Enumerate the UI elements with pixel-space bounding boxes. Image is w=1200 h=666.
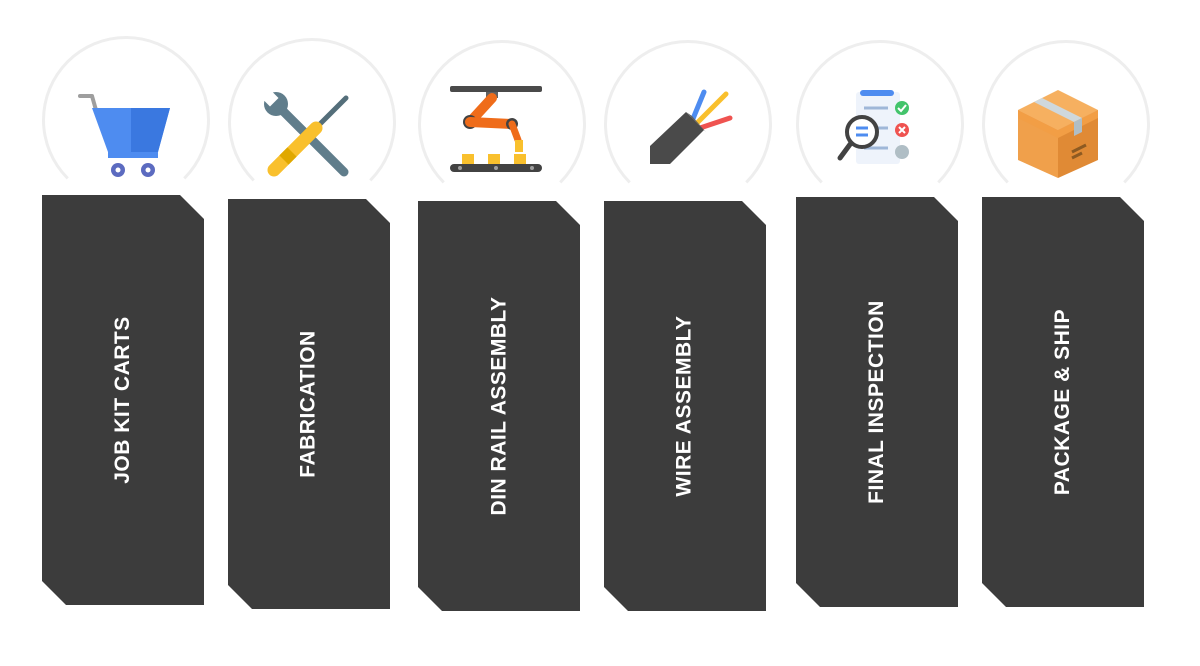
step-label: FABRICATION <box>297 330 320 478</box>
step-package-ship: PACKAGE & SHIP <box>0 0 1150 607</box>
step-label: FINAL INSPECTION <box>865 300 888 504</box>
package-box-icon <box>1014 88 1100 185</box>
step-card: FINAL INSPECTION <box>796 197 958 607</box>
step-card: JOB KIT CARTS <box>42 195 204 605</box>
icon-arc <box>982 40 1150 208</box>
icon-arc <box>796 40 964 208</box>
step-card: PACKAGE & SHIP <box>982 197 1144 607</box>
step-fabrication: FABRICATION <box>0 0 396 609</box>
step-label: PACKAGE & SHIP <box>1051 308 1074 496</box>
wire-cable-icon <box>646 86 738 175</box>
icon-arc <box>42 36 210 204</box>
robotic-arm-assembly-icon <box>448 84 544 187</box>
step-label: DIN RAIL ASSEMBLY <box>487 296 511 516</box>
step-job-kit-carts: JOB KIT CARTS <box>0 0 210 605</box>
step-card: DIN RAIL ASSEMBLY <box>418 201 580 611</box>
step-card: FABRICATION <box>228 199 390 609</box>
step-card: WIRE ASSEMBLY <box>604 201 766 611</box>
step-label: JOB KIT CARTS <box>111 316 135 484</box>
icon-arc <box>228 38 396 206</box>
step-final-inspection: FINAL INSPECTION <box>0 0 964 607</box>
wrench-screwdriver-icon <box>261 89 354 187</box>
step-din-rail-assembly: DIN RAIL ASSEMBLY <box>0 0 586 611</box>
step-wire-assembly: WIRE ASSEMBLY <box>0 0 772 611</box>
icon-arc <box>418 40 586 208</box>
step-label: WIRE ASSEMBLY <box>673 315 697 497</box>
icon-arc <box>604 40 772 208</box>
shopping-cart-icon <box>78 90 174 187</box>
inspection-checklist-icon <box>836 88 918 173</box>
